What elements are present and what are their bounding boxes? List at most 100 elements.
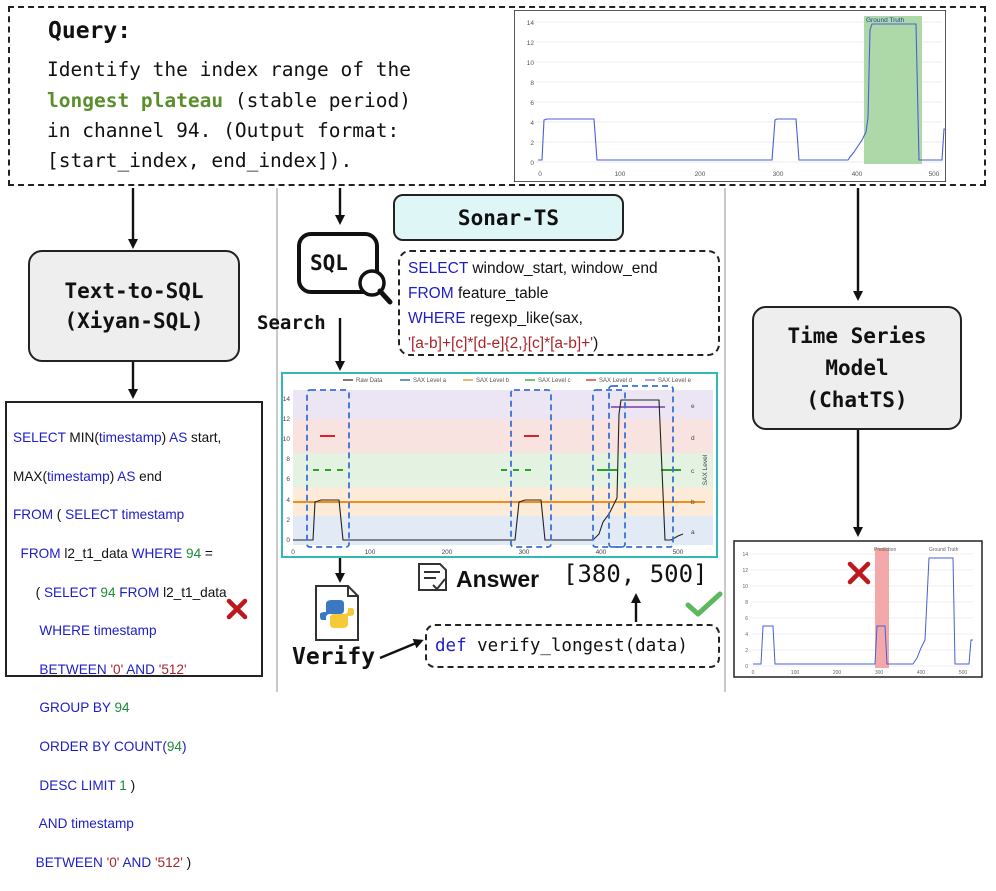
sax-level-c: c [691, 468, 695, 475]
xiyan-sql-code: SELECT MIN(timestamp) AS start, MAX(time… [5, 401, 263, 870]
sonar-ts-title: Sonar-TS [393, 194, 624, 241]
tp-ytick-2: 2 [530, 140, 534, 147]
tp-xtick-200: 200 [695, 171, 706, 178]
verify-function-name: verify_longest(data) [466, 636, 688, 656]
verify-label: Verify [292, 644, 376, 670]
code-line-8: GROUP BY 94 [13, 700, 130, 716]
column-divider-right [724, 188, 726, 692]
search-label: Search [257, 312, 326, 334]
rp-xtick-500: 500 [959, 670, 968, 676]
gt-annotation: Ground Truth [929, 547, 959, 553]
rp-ytick-14: 14 [742, 552, 748, 558]
sax-ytick-6: 6 [286, 476, 290, 483]
chatts-box: Time Series Model (ChatTS) [752, 306, 962, 430]
tp-ytick-6: 6 [530, 100, 534, 107]
rp-ytick-2: 2 [745, 648, 748, 654]
def-keyword: def [435, 636, 467, 656]
tp-xtick-500: 500 [929, 171, 940, 178]
code-line-10: DESC LIMIT 1 ) [13, 777, 136, 793]
sax-sql-query: SELECT window_start, window_end FROM fea… [398, 250, 720, 356]
rp-xtick-400: 400 [917, 670, 926, 676]
prediction-annotation: Prediction [874, 547, 896, 553]
sax-level-d: d [691, 435, 695, 442]
query-line-2-rest: (stable period) [223, 89, 411, 112]
query-line-4: [start_index, end_index]). [47, 149, 353, 172]
rp-ytick-10: 10 [742, 584, 748, 590]
query-line-3: in channel 94. (Output format: [47, 119, 400, 142]
rp-ytick-6: 6 [745, 616, 748, 622]
correct-check-icon [685, 591, 723, 617]
sql-search-icon: SQL [297, 232, 393, 305]
ground-truth-plot: Ground Truth 14 12 10 8 6 4 2 0 0 100 20… [514, 10, 946, 182]
rp-ytick-4: 4 [745, 632, 748, 638]
sax-level-b: b [691, 499, 695, 506]
tp-ytick-12: 12 [527, 40, 535, 47]
sax-xtick-500: 500 [673, 549, 684, 556]
tp-xtick-100: 100 [615, 171, 626, 178]
query-panel [8, 6, 986, 186]
tp-ytick-14: 14 [527, 20, 535, 27]
tp-ytick-10: 10 [527, 60, 535, 67]
legend-raw: Raw Data [356, 378, 383, 384]
query-highlight: longest plateau [47, 89, 224, 112]
legend-e: SAX Level e [658, 378, 692, 384]
query-line-1: Identify the index range of the [47, 58, 411, 81]
legend-b: SAX Level b [476, 378, 510, 384]
query-line-2: longest plateau (stable period) [47, 89, 411, 112]
query-title: Query: [48, 18, 132, 44]
prediction-band [875, 548, 889, 668]
code-line-5: ( SELECT 94 FROM l2_t1_data [13, 584, 227, 600]
code-line-9: ORDER BY COUNT(94) [13, 739, 187, 755]
sax-xtick-0: 0 [291, 549, 295, 556]
code-line-3: FROM ( SELECT timestamp [13, 507, 185, 523]
sax-xtick-100: 100 [365, 549, 376, 556]
sax-level-a: a [691, 529, 695, 536]
prediction-wrong-icon [847, 561, 871, 585]
chatts-line-1: Time Series [787, 324, 927, 348]
verify-function-box: def verify_longest(data) [425, 624, 720, 668]
sax-xtick-200: 200 [442, 549, 453, 556]
python-file-icon [315, 585, 359, 641]
text-to-sql-box: Text-to-SQL (Xiyan-SQL) [28, 250, 240, 362]
sax-chart: Raw Data SAX Level a SAX Level b SAX Lev… [283, 378, 713, 556]
tp-ytick-0: 0 [530, 160, 534, 167]
xiyan-sql-label: (Xiyan-SQL) [64, 309, 204, 333]
sql-line-3: WHERE regexp_like(sax, [408, 310, 583, 327]
sql-line-1: SELECT window_start, window_end [408, 260, 658, 277]
ground-truth-band [864, 16, 922, 164]
sax-ytick-12: 12 [283, 416, 290, 423]
rp-ytick-8: 8 [745, 600, 748, 606]
legend-d: SAX Level d [599, 378, 632, 384]
ground-truth-annotation: Ground Truth [866, 17, 905, 24]
flow-arrows [128, 188, 863, 660]
sax-ytick-10: 10 [283, 436, 290, 443]
rp-ytick-12: 12 [742, 568, 748, 574]
legend-a: SAX Level a [413, 378, 447, 384]
code-line-4: FROM l2_t1_data WHERE 94 = [13, 546, 213, 562]
sax-chart-frame: Raw Data SAX Level a SAX Level b SAX Lev… [281, 372, 718, 558]
code-line-11: AND timestamp [13, 816, 134, 832]
sql-line-4: '[a-b]+[c]*[d-e]{2,}[c]*[a-b]+') [408, 335, 599, 352]
chatts-line-3: (ChatTS) [806, 388, 908, 412]
code-line-7: BETWEEN '0' AND '512' [13, 661, 187, 677]
sax-ytick-8: 8 [286, 456, 290, 463]
chatts-prediction-plot: Prediction Ground Truth 14 12 10 8 6 4 2… [733, 540, 983, 678]
code-line-12: BETWEEN '0' AND '512' ) [13, 854, 192, 870]
sax-ytick-14: 14 [283, 396, 290, 403]
answer-value: [380, 500] [563, 560, 708, 588]
tp-xtick-300: 300 [773, 171, 784, 178]
sql-line-2: FROM feature_table [408, 285, 549, 302]
code-line-6: WHERE timestamp [13, 623, 157, 639]
text-to-sql-label: Text-to-SQL [64, 279, 204, 303]
sax-ytick-4: 4 [286, 497, 290, 504]
code-line-1: SELECT MIN(timestamp) AS start, [13, 430, 222, 446]
chatts-line-2: Model [825, 356, 889, 380]
code-line-2: MAX(timestamp) AS end [13, 468, 162, 484]
sax-ylabel: SAX Level [702, 454, 709, 485]
legend-c: SAX Level c [538, 378, 571, 384]
rp-xtick-300: 300 [875, 670, 884, 676]
tp-xtick-0: 0 [538, 171, 542, 178]
wrong-cross-icon [226, 598, 248, 620]
sax-level-e: e [691, 403, 695, 410]
rp-xtick-0: 0 [752, 670, 755, 676]
